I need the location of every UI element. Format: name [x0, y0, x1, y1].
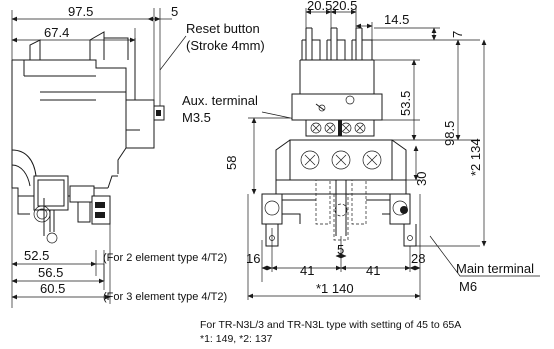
- dim-5-top: 5: [171, 4, 178, 19]
- front-view-dimensions: [247, 9, 540, 299]
- dim-98-5: 98.5: [442, 121, 457, 146]
- label-for-2-element: (For 2 element type 4/T2): [103, 252, 227, 264]
- dim-30: 30: [414, 172, 429, 186]
- dim-58: 58: [224, 156, 239, 170]
- footnote-line-2: *1: 149, *2: 137: [200, 333, 273, 345]
- label-aux-terminal: Aux. terminal: [182, 93, 258, 108]
- label-main-terminal: Main terminal: [456, 261, 534, 276]
- dim-140: *1 140: [316, 281, 354, 296]
- leader-reset: [159, 35, 187, 71]
- front-view: [247, 8, 480, 300]
- label-m6: M6: [459, 279, 477, 294]
- label-reset-button: Reset button: [186, 21, 260, 36]
- dim-41-right: 41: [366, 263, 380, 278]
- side-view-dimensions: [11, 16, 172, 300]
- dim-67-4: 67.4: [44, 25, 69, 40]
- dim-16: 16: [246, 251, 260, 266]
- dim-53-5: 53.5: [398, 91, 413, 116]
- label-m3-5: M3.5: [182, 110, 211, 125]
- dim-97-5: 97.5: [68, 4, 93, 19]
- label-for-3-element: (For 3 element type 4/T2): [103, 291, 227, 303]
- side-view: [11, 8, 165, 308]
- dim-52-5: 52.5: [24, 248, 49, 263]
- dim-28: 28: [411, 251, 425, 266]
- label-stroke: (Stroke 4mm): [186, 38, 265, 53]
- dim-14-5: 14.5: [384, 12, 409, 27]
- footnote-line-1: For TR-N3L/3 and TR-N3L type with settin…: [200, 319, 461, 331]
- dim-60-5: 60.5: [40, 281, 65, 296]
- dim-20-5-right: 20.5: [332, 0, 357, 13]
- dim-134: *2 134: [468, 138, 483, 176]
- dim-20-5-left: 20.5: [307, 0, 332, 13]
- dim-5-bottom: 5: [337, 242, 344, 257]
- dim-56-5: 56.5: [38, 265, 63, 280]
- dim-41-left: 41: [300, 263, 314, 278]
- dim-7: 7: [450, 31, 465, 38]
